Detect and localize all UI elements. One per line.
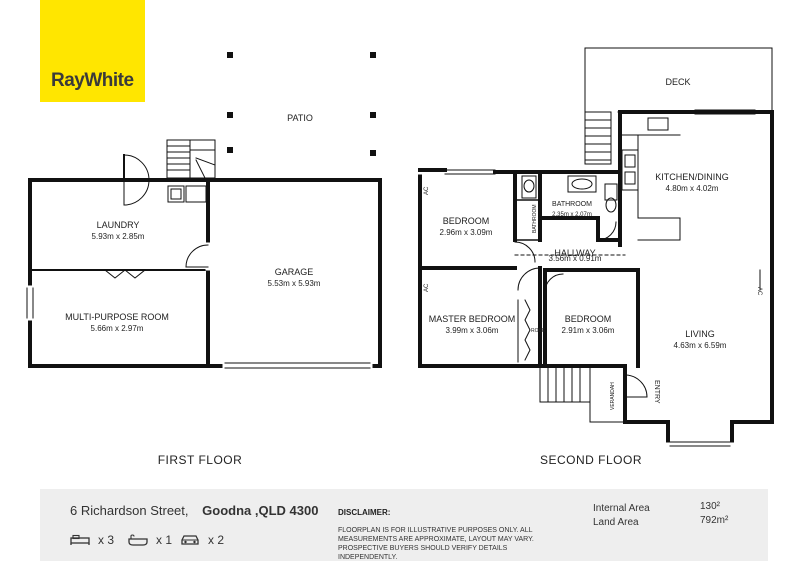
- brand-name: RayWhite: [51, 70, 134, 91]
- living-label: LIVING 4.63m x 6.59m: [673, 329, 727, 350]
- bathroom-count: x 1: [156, 533, 173, 547]
- car-icon: [181, 535, 199, 545]
- bed-icon: [70, 534, 90, 545]
- bathroom-label: BATHROOM 2.35m x 2.07m: [552, 201, 592, 218]
- verandah-label: VERANDAH: [610, 382, 616, 410]
- cars-feature: x 2: [180, 533, 224, 547]
- deck-outline: [584, 47, 773, 165]
- bedroom1-label: BEDROOM 2.96m x 3.09m: [439, 216, 493, 237]
- ac-label-master: AC: [424, 283, 430, 292]
- internal-area-value: 130²: [700, 501, 721, 512]
- kitchen-label: KITCHEN/DINING 4.80m x 4.02m: [655, 172, 729, 193]
- ac-label-bedroom: AC: [424, 186, 430, 195]
- car-count: x 2: [208, 533, 225, 547]
- address-street: 6 Richardson Street,: [70, 503, 189, 518]
- patio-posts: [227, 52, 376, 156]
- first-floor-stairs: [166, 139, 216, 179]
- land-area-value: 792m²: [700, 515, 729, 526]
- bedroom-count: x 3: [98, 533, 115, 547]
- brand-logo: RayWhite: [40, 0, 145, 102]
- bath-icon: [128, 534, 148, 546]
- bedroom2-label: BEDROOM 2.91m x 3.06m: [561, 314, 615, 335]
- address-suburb: Goodna ,QLD 4300: [202, 503, 319, 518]
- second-floor-walls: [418, 110, 774, 447]
- hallway-label: HALLWAY 3.56m x 0.91m: [548, 248, 602, 263]
- patio-label: PATIO: [287, 113, 313, 123]
- robe-label: ROBE: [531, 328, 546, 334]
- multipurpose-label: MULTI-PURPOSE ROOM 5.66m x 2.97m: [65, 312, 169, 333]
- ac-label-living: AC: [756, 287, 762, 296]
- land-area-label: Land Area: [593, 517, 639, 528]
- first-floor-walls: [28, 178, 382, 368]
- small-bathroom-label: BATHROOM: [532, 204, 538, 233]
- bedrooms-feature: x 3: [70, 533, 114, 547]
- disclaimer-text: FLOORPLAN IS FOR ILLUSTRATIVE PURPOSES O…: [338, 527, 534, 561]
- garage-label: GARAGE 5.53m x 5.93m: [267, 267, 321, 288]
- bathrooms-feature: x 1: [128, 533, 172, 547]
- first-floor-title: FIRST FLOOR: [157, 453, 243, 467]
- disclaimer-title: DISCLAIMER:: [338, 508, 391, 517]
- property-address: 6 Richardson Street, Goodna ,QLD 4300: [70, 503, 318, 518]
- second-floor-title: SECOND FLOOR: [539, 453, 643, 467]
- entry-label: ENTRY: [653, 380, 660, 404]
- internal-area-label: Internal Area: [593, 503, 650, 514]
- laundry-label: LAUNDRY 5.93m x 2.85m: [91, 220, 145, 241]
- master-bedroom-label: MASTER BEDROOM 3.99m x 3.06m: [428, 314, 516, 335]
- kitchen-fixtures: [514, 117, 761, 423]
- footer-panel: 6 Richardson Street, Goodna ,QLD 4300 x …: [40, 489, 768, 561]
- deck-label: DECK: [665, 77, 691, 87]
